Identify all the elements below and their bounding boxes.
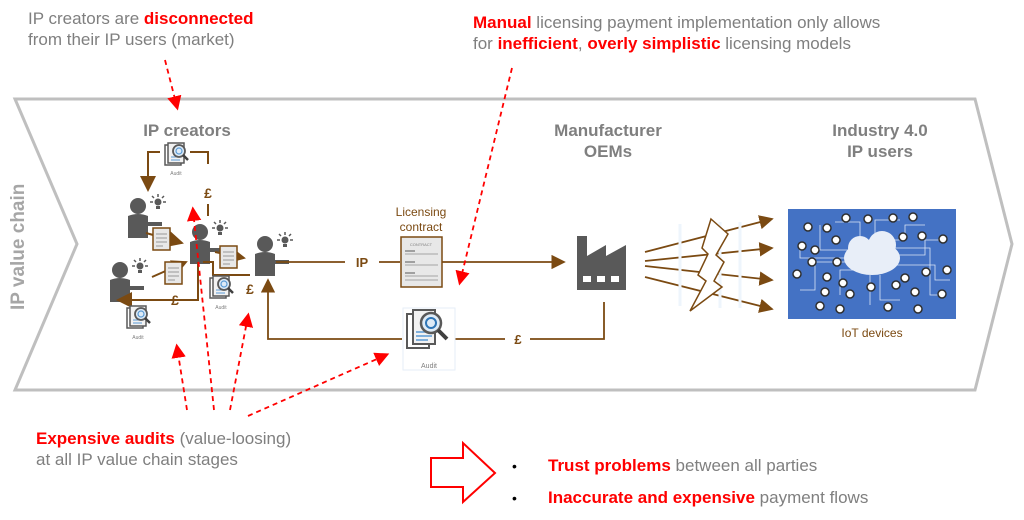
payment-symbol: £ — [246, 281, 254, 297]
note-expensive-audits: Expensive audits (value-loosing) at all … — [36, 428, 291, 470]
person-icon — [109, 257, 149, 303]
contract-document-icon: CONTRACT — [400, 236, 443, 288]
conclusion-item: • Trust problems between all parties — [512, 450, 868, 482]
conclusion-item: • Inaccurate and expensive payment flows — [512, 482, 868, 514]
contract-label-line2: contract — [400, 220, 443, 234]
central-audit-label: Audit — [421, 363, 437, 370]
note-text: from their IP users (market) — [28, 30, 235, 49]
note-disconnected: IP creators are disconnected from their … — [28, 8, 254, 50]
note-text: at all IP value chain stages — [36, 450, 238, 469]
callout-arrow-audit — [171, 343, 188, 411]
iot-devices-label: IoT devices — [841, 326, 902, 340]
payment-symbol: £ — [514, 332, 522, 347]
ip-flow-label: IP — [356, 255, 369, 270]
lightning-icon — [689, 217, 729, 312]
note-text: (value-loosing) — [174, 429, 292, 448]
document-icon — [164, 261, 183, 285]
audit-label-small: Audit — [215, 305, 227, 311]
audit-icon — [163, 141, 190, 167]
callout-arrow-disconnected — [164, 59, 182, 111]
stage-title-ip-creators: IP creators — [143, 121, 231, 140]
conclusion-highlight: Inaccurate and expensive — [548, 488, 755, 507]
stage-title-ip-users: Industry 4.0 IP users — [800, 120, 960, 162]
stage-title-line: Industry 4.0 — [832, 121, 928, 140]
note-text: for — [473, 34, 498, 53]
ip-creators-cluster: Audit £ £ £ Audit Audit — [109, 141, 294, 341]
stage-title-line: IP users — [847, 142, 913, 161]
bullet: • — [512, 458, 517, 474]
callout-arrows — [164, 59, 513, 417]
audit-icon — [125, 304, 152, 330]
contract-doc-header: CONTRACT — [410, 242, 433, 247]
factory-icon — [577, 236, 626, 290]
audit-label-small: Audit — [170, 171, 182, 177]
callout-arrow-audit — [229, 312, 254, 411]
stage-title-manufacturer: Manufacturer OEMs — [528, 120, 688, 162]
conclusion-text: between all parties — [670, 456, 818, 475]
central-audit-icon — [402, 307, 456, 371]
note-highlight: Manual — [473, 13, 532, 32]
bullet: • — [512, 490, 517, 506]
audit-icon — [208, 274, 235, 300]
callout-arrow-audit — [186, 206, 215, 411]
note-manual: Manual licensing payment implementation … — [473, 12, 880, 54]
conclusion-arrow-icon — [430, 440, 497, 505]
conclusion-text: payment flows — [754, 488, 869, 507]
note-highlight: inefficient — [497, 34, 578, 53]
note-highlight: overly simplistic — [587, 34, 721, 53]
stage-title-line: OEMs — [583, 142, 633, 161]
document-icon — [219, 245, 238, 269]
conclusion-highlight: Trust problems — [548, 456, 671, 475]
callout-arrow-manual — [455, 67, 513, 286]
note-highlight: disconnected — [143, 9, 254, 28]
iot-devices-image — [788, 209, 956, 319]
conclusions-list: • Trust problems between all parties • Ina… — [512, 450, 868, 514]
stage-title-line: Manufacturer — [554, 121, 662, 140]
note-text: licensing models — [720, 34, 851, 53]
payment-symbol: £ — [171, 292, 179, 308]
payment-symbol: £ — [204, 185, 212, 201]
note-text: , — [577, 34, 588, 53]
note-highlight: Expensive audits — [36, 429, 175, 448]
contract-label-line1: Licensing — [396, 205, 447, 219]
note-text: IP creators are — [28, 9, 144, 28]
audit-label-small: Audit — [132, 335, 144, 341]
callout-arrow-audit — [247, 352, 390, 417]
document-icon — [152, 227, 171, 251]
person-icon — [254, 231, 294, 277]
note-text: licensing payment implementation only al… — [531, 13, 881, 32]
